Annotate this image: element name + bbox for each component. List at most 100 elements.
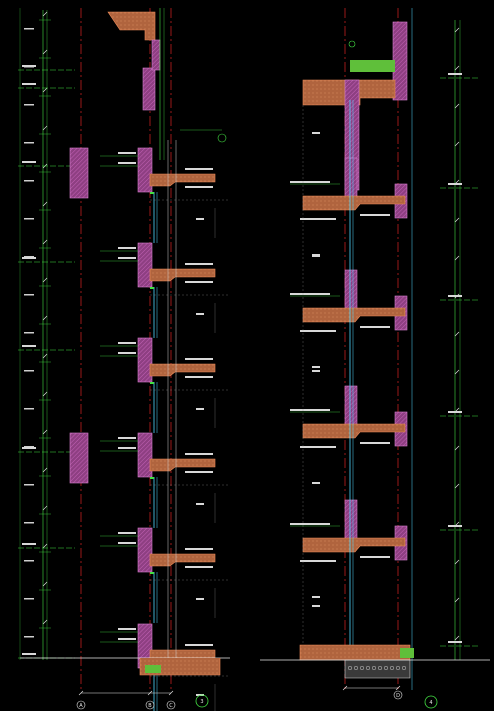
dimension-text-mark xyxy=(24,28,34,30)
annotation-text xyxy=(360,556,390,558)
annotation-text xyxy=(185,376,213,378)
right-planting xyxy=(400,648,414,658)
annotation-text xyxy=(118,152,136,154)
dimension-tick-left xyxy=(42,353,48,359)
room-label xyxy=(196,408,204,410)
level-elevation-text xyxy=(22,345,36,347)
level-elevation-text xyxy=(448,411,462,413)
room-label xyxy=(312,255,320,257)
dimension-text-mark xyxy=(24,408,34,410)
left-elevation-block xyxy=(69,432,89,484)
dimension-text-mark xyxy=(24,104,34,106)
dimension-text-mark xyxy=(24,180,34,182)
annotation-text xyxy=(118,352,136,354)
annotation-text xyxy=(290,409,330,411)
floor-slab xyxy=(149,363,216,377)
annotation-text xyxy=(118,247,136,249)
room-label xyxy=(312,596,320,598)
annotation-text xyxy=(118,437,136,439)
level-elevation-text xyxy=(22,161,36,163)
dimension-tick-right xyxy=(454,27,460,33)
dimension-tick xyxy=(78,690,84,696)
roof-planting xyxy=(350,60,395,72)
dimension-tick xyxy=(168,690,174,696)
floor-wall-pier xyxy=(137,242,153,288)
dimension-tick-right xyxy=(454,597,460,603)
right-wall-pier xyxy=(344,157,358,203)
section-number-4: 4 xyxy=(429,700,432,706)
dimension-tick-left xyxy=(42,315,48,321)
floor-wall-pier xyxy=(137,432,153,478)
floor-wall-pier xyxy=(137,337,153,383)
room-label xyxy=(196,218,204,220)
annotation-text xyxy=(185,168,213,170)
annotation-text xyxy=(118,162,136,164)
dimension-tick-right xyxy=(454,559,460,565)
gravel xyxy=(377,665,383,671)
dimension-tick-right xyxy=(454,331,460,337)
annotation-text xyxy=(185,281,213,283)
floor-slab xyxy=(149,173,216,187)
annotation-text xyxy=(185,548,213,550)
floor-slab xyxy=(149,268,216,282)
annotation-text xyxy=(185,566,213,568)
dimension-tick-left xyxy=(42,125,48,131)
annotation-text xyxy=(360,442,390,444)
annotation-text xyxy=(118,532,136,534)
dimension-tick-right xyxy=(454,483,460,489)
dimension-text-mark xyxy=(24,370,34,372)
annotation-text xyxy=(360,326,390,328)
level-elevation-text xyxy=(22,447,36,449)
annotation-text xyxy=(185,471,213,473)
floor-wall-pier xyxy=(137,147,153,193)
annotation-text xyxy=(118,628,136,630)
level-elevation-text xyxy=(22,65,36,67)
dimension-text-mark xyxy=(24,294,34,296)
annotation-text xyxy=(290,523,330,525)
room-label xyxy=(312,482,320,484)
gravel xyxy=(347,665,353,671)
level-elevation-text xyxy=(448,295,462,297)
room-label xyxy=(196,313,204,315)
annotation-text xyxy=(118,542,136,544)
right-ground-slab xyxy=(299,644,411,661)
dimension-text-mark xyxy=(24,560,34,562)
level-elevation-text xyxy=(22,257,36,259)
level-elevation-text xyxy=(22,83,36,85)
dimension-text-mark xyxy=(24,598,34,600)
section-bubble-3 xyxy=(195,694,209,708)
dimension-text-mark xyxy=(24,256,34,258)
annotation-text xyxy=(300,446,336,448)
dimension-tick-left xyxy=(42,49,48,55)
dimension-tick-left xyxy=(42,429,48,435)
parapet-cap xyxy=(107,11,156,41)
annotation-text xyxy=(185,453,213,455)
grid-bubble-c xyxy=(166,700,176,710)
annotation-text xyxy=(118,257,136,259)
dimension-text-mark xyxy=(24,142,34,144)
axis-grid-bubbles: A B C 3 D 4 xyxy=(79,693,432,709)
right-wall-pier xyxy=(344,385,358,431)
annotation-text xyxy=(185,186,213,188)
section-number-3: 3 xyxy=(200,699,203,705)
dimension-tick-left xyxy=(42,277,48,283)
dimension-text-mark xyxy=(24,522,34,524)
annotation-text xyxy=(118,638,136,640)
dimension-tick-left xyxy=(42,619,48,625)
dimension-tick-right xyxy=(454,65,460,71)
gravel xyxy=(359,665,365,671)
grid-label-c: C xyxy=(169,703,173,709)
roof-callout xyxy=(348,40,356,48)
dimension-tick xyxy=(147,690,153,696)
left-elevation-block xyxy=(69,147,89,199)
floor-slab xyxy=(149,553,216,567)
dimension-tick xyxy=(342,685,348,691)
dimension-tick-left xyxy=(42,467,48,473)
dimension-text-mark xyxy=(24,484,34,486)
level-elevation-text xyxy=(22,543,36,545)
section-bubble-4 xyxy=(424,695,438,709)
room-label xyxy=(196,503,204,505)
window-frame xyxy=(150,477,154,479)
